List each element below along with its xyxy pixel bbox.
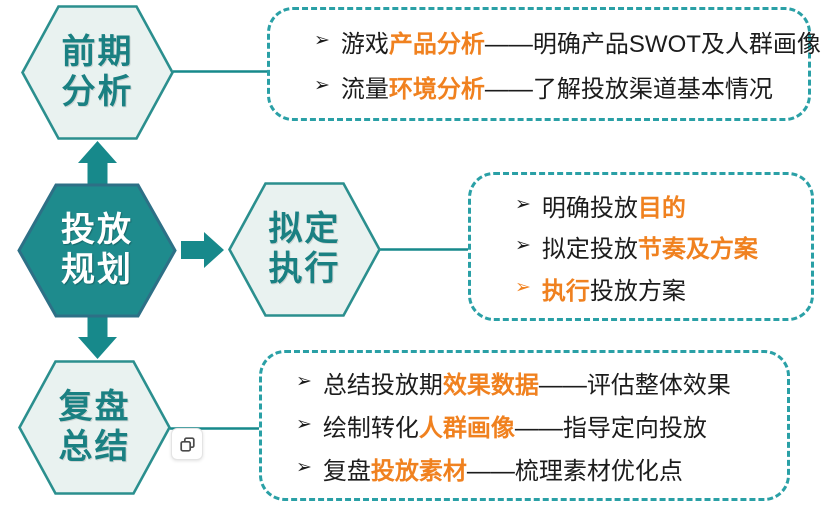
- text-segment: 拟定投放: [541, 236, 638, 263]
- text-segment: 总结投放期: [322, 372, 443, 399]
- highlighted-text: 节奏及方案: [637, 236, 758, 263]
- hexagon-review-summary: 复盘总结: [18, 360, 171, 495]
- copy-button[interactable]: [171, 428, 203, 460]
- bullet-item: ➢ 绘制转化人群画像——指导定向投放: [296, 408, 777, 443]
- bullet-arrow-icon: ➢: [314, 30, 330, 51]
- bullet-item: ➢ 执行投放方案: [515, 271, 801, 306]
- hexagon-label: 前期分析: [21, 5, 174, 140]
- bullet-arrow-icon: ➢: [314, 75, 330, 96]
- text-segment: 流量: [340, 76, 389, 103]
- bullet-arrow-icon: ➢: [296, 414, 312, 435]
- hexagon-shape: [17, 183, 177, 318]
- text-segment: ——评估整体效果: [538, 372, 731, 399]
- hexagon-pre-analysis: 前期分析: [21, 5, 174, 140]
- highlighted-text: 人群画像: [418, 415, 515, 442]
- bullet-item: ➢ 拟定投放节奏及方案: [515, 229, 801, 264]
- callout-draft-execution: ➢ 明确投放目的 ➢ 拟定投放节奏及方案 ➢ 执行投放方案: [468, 172, 814, 321]
- highlighted-text: 效果数据: [442, 372, 539, 399]
- hexagon-label: 拟定执行: [228, 182, 381, 317]
- arrow-down-icon: [78, 317, 117, 359]
- text-segment: ——明确产品SWOT及人群画像: [484, 31, 821, 58]
- bullet-item: ➢ 复盘投放素材——梳理素材优化点: [296, 451, 777, 486]
- text-segment: 绘制转化: [322, 415, 419, 442]
- bullet-item: ➢ 流量环境分析——了解投放渠道基本情况: [314, 69, 798, 104]
- text-segment: ——了解投放渠道基本情况: [484, 76, 773, 103]
- highlighted-text: 投放素材: [370, 458, 467, 485]
- highlighted-text: 目的: [637, 194, 686, 222]
- text-segment: 明确投放: [541, 194, 638, 222]
- bullet-arrow-icon: ➢: [296, 371, 312, 392]
- text-segment: 复盘: [322, 458, 371, 485]
- text-segment: ——梳理素材优化点: [466, 458, 683, 485]
- bullet-arrow-icon: ➢: [515, 235, 531, 256]
- hexagon-label-line: 投放: [61, 210, 133, 249]
- hexagon-label-line: 执行: [268, 249, 341, 288]
- bullet-item: ➢ 总结投放期效果数据——评估整体效果: [296, 365, 777, 400]
- hexagon-shape: [21, 5, 174, 140]
- callout-pre-analysis: ➢ 游戏产品分析——明确产品SWOT及人群画像 ➢ 流量环境分析——了解投放渠道基本情…: [267, 7, 821, 121]
- hexagon-label: 复盘总结: [18, 360, 171, 495]
- bullet-item: ➢ 明确投放目的: [515, 188, 801, 223]
- hexagon-label-line: 规划: [61, 250, 133, 289]
- bullet-arrow-icon: ➢: [515, 193, 531, 215]
- callout-review-summary: ➢ 总结投放期效果数据——评估整体效果 ➢ 绘制转化人群画像——指导定向投放 ➢ 复盘投放…: [259, 350, 790, 501]
- hexagon-shape: [228, 182, 381, 317]
- highlighted-text: 产品分析: [388, 31, 485, 58]
- hexagon-label-line: 复盘: [58, 387, 131, 426]
- arrow-right-icon: [181, 232, 224, 268]
- hexagon-label-line: 前期: [61, 32, 134, 71]
- highlighted-text: 执行: [541, 277, 590, 305]
- text-segment: ——指导定向投放: [514, 415, 707, 442]
- hexagon-label: 投放规划: [17, 183, 177, 318]
- hexagon-label-line: 分析: [61, 72, 134, 111]
- hexagon-label-line: 总结: [58, 427, 131, 466]
- highlighted-text: 环境分析: [388, 76, 485, 103]
- hexagon-launch-planning: 投放规划: [17, 183, 177, 318]
- hexagon-draft-execution: 拟定执行: [228, 182, 381, 317]
- bullet-arrow-icon: ➢: [515, 276, 531, 298]
- bullet-item: ➢ 游戏产品分析——明确产品SWOT及人群画像: [314, 24, 821, 59]
- text-segment: 投放方案: [589, 277, 686, 305]
- hexagon-shape: [18, 360, 171, 495]
- hexagon-label-line: 拟定: [268, 209, 341, 248]
- text-segment: 游戏: [340, 31, 389, 58]
- copy-icon: [179, 436, 195, 452]
- arrow-up-icon: [78, 141, 117, 184]
- bullet-arrow-icon: ➢: [296, 457, 312, 478]
